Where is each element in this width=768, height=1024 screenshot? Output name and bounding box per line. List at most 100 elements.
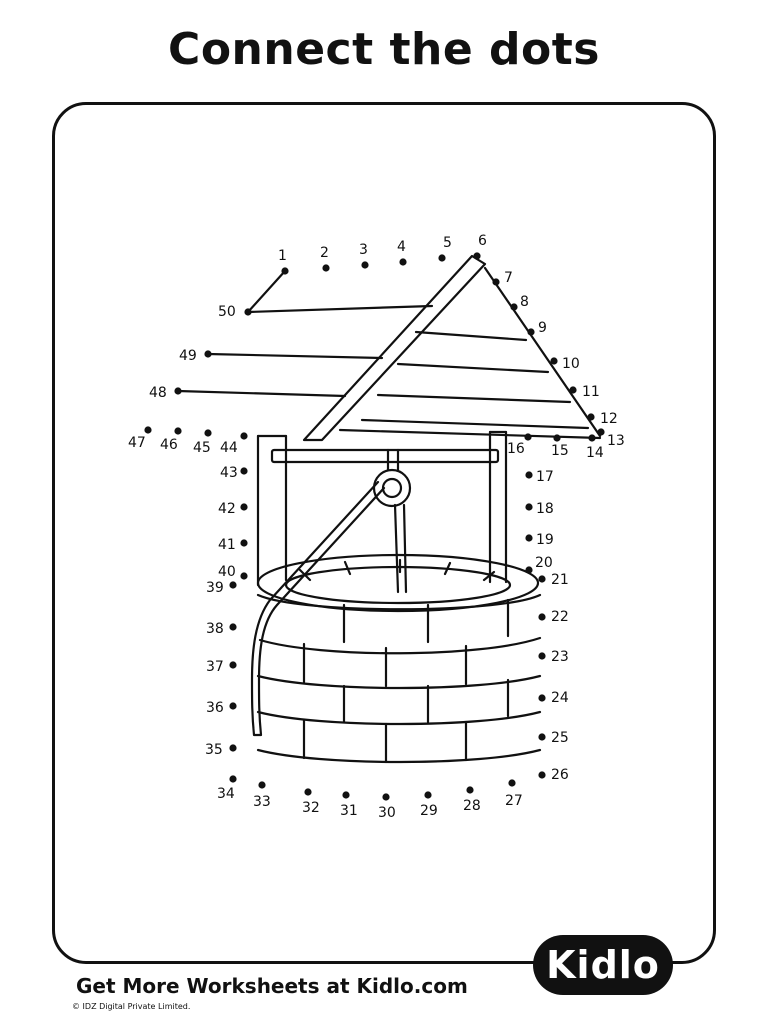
well-row: [256, 674, 542, 690]
dot-34: [229, 775, 237, 783]
dot-label-2: 2: [320, 245, 329, 261]
dot-label-23: 23: [551, 649, 569, 665]
brick-joint: [302, 718, 468, 764]
dot-label-4: 4: [397, 239, 406, 255]
dot-label-6: 6: [478, 233, 487, 249]
dot-29: [424, 791, 432, 799]
dot-28: [466, 786, 474, 794]
dot-label-47: 47: [128, 435, 146, 451]
dot-38: [229, 623, 237, 631]
dot-label-32: 32: [302, 800, 320, 816]
dot-22: [538, 613, 546, 621]
dot-label-14: 14: [586, 445, 604, 461]
dot-20: [525, 566, 533, 574]
roof-plank: [376, 393, 572, 404]
dot-7: [492, 278, 500, 286]
dot-5: [438, 254, 446, 262]
dot-label-39: 39: [206, 580, 224, 596]
dot-label-19: 19: [536, 532, 554, 548]
dot-label-45: 45: [193, 440, 211, 456]
dot-41: [240, 539, 248, 547]
dot-33: [258, 781, 266, 789]
dot-42: [240, 503, 248, 511]
dot-label-34: 34: [217, 786, 235, 802]
well-top-inner: [284, 565, 512, 605]
dot-46: [174, 427, 182, 435]
dot-label-48: 48: [149, 385, 167, 401]
dot-label-15: 15: [551, 443, 569, 459]
dot-label-5: 5: [443, 235, 452, 251]
roof-plank: [414, 330, 528, 342]
dot-48: [174, 387, 182, 395]
dot-39: [229, 581, 237, 589]
brick-joint: [302, 642, 468, 688]
dot-8: [510, 303, 518, 311]
page-title: Connect the dots: [168, 24, 600, 75]
pulley: [372, 468, 412, 508]
dot-label-33: 33: [253, 794, 271, 810]
dot-16: [524, 433, 532, 441]
dot-label-9: 9: [538, 320, 547, 336]
kidlo-logo[interactable]: Kidlo: [533, 935, 673, 995]
dot-50: [244, 308, 252, 316]
pulley-holder: [386, 448, 400, 472]
dot-13: [597, 428, 605, 436]
dot-19: [525, 534, 533, 542]
worksheet-frame: [52, 102, 716, 964]
roof-plank-line: [246, 304, 434, 314]
dot-18: [525, 503, 533, 511]
crossbar: [270, 448, 500, 464]
dot-label-44: 44: [220, 440, 238, 456]
dot-label-27: 27: [505, 793, 523, 809]
dot-label-25: 25: [551, 730, 569, 746]
dot-label-37: 37: [206, 659, 224, 675]
dot-label-36: 36: [206, 700, 224, 716]
dot-label-46: 46: [160, 437, 178, 453]
dot-label-20: 20: [535, 555, 553, 571]
dot-2: [322, 264, 330, 272]
roof-front-beam: [302, 254, 487, 442]
dot-3: [361, 261, 369, 269]
dot-31: [342, 791, 350, 799]
dot-label-29: 29: [420, 803, 438, 819]
roof-plank: [360, 418, 590, 430]
hanging-rope: [250, 480, 386, 737]
dot-10: [550, 357, 558, 365]
dot-40: [240, 572, 248, 580]
dot-label-24: 24: [551, 690, 569, 706]
dot-label-40: 40: [218, 564, 236, 580]
dot-15: [553, 434, 561, 442]
dot-6: [473, 252, 481, 260]
brick-joint: [342, 598, 510, 644]
dot-label-49: 49: [179, 348, 197, 364]
dot-37: [229, 661, 237, 669]
connected-line: [246, 269, 287, 314]
dot-30: [382, 793, 390, 801]
dot-label-21: 21: [551, 572, 569, 588]
dot-35: [229, 744, 237, 752]
dot-label-16: 16: [507, 441, 525, 457]
dot-label-3: 3: [359, 242, 368, 258]
dot-label-10: 10: [562, 356, 580, 372]
dot-12: [587, 413, 595, 421]
dot-label-50: 50: [218, 304, 236, 320]
dot-11: [569, 386, 577, 394]
dot-label-7: 7: [504, 270, 513, 286]
dot-24: [538, 694, 546, 702]
well-top-stones: [298, 558, 496, 582]
roof-right-edge: [483, 266, 602, 438]
dot-label-31: 31: [340, 803, 358, 819]
dot-label-12: 12: [600, 411, 618, 427]
roof-plank: [396, 362, 550, 374]
well-row: [258, 636, 542, 655]
dot-47: [144, 426, 152, 434]
dot-21: [538, 575, 546, 583]
dot-36: [229, 702, 237, 710]
dot-9: [527, 328, 535, 336]
dot-45: [204, 429, 212, 437]
well-row: [256, 593, 542, 611]
dot-32: [304, 788, 312, 796]
dot-label-22: 22: [551, 609, 569, 625]
dot-44: [240, 432, 248, 440]
dot-23: [538, 652, 546, 660]
